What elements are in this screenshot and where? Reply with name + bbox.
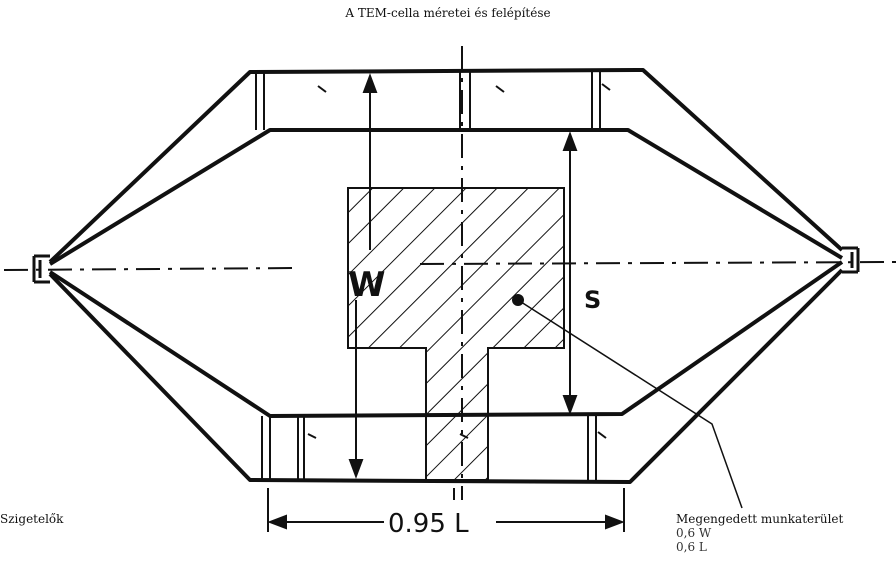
work-area-w: 0,6 W	[676, 526, 712, 540]
w-label: W	[348, 265, 386, 305]
top-insulators	[255, 71, 611, 130]
work-area-note: Megengedett munkaterület 0,6 W 0,6 L	[676, 512, 843, 554]
dimension-s	[562, 131, 578, 415]
length-label: 0.95 L	[388, 509, 469, 539]
diagram-title: A TEM-cella méretei és felépítése	[345, 6, 551, 20]
left-connector	[32, 254, 50, 284]
insulators-label: Szigetelők	[0, 512, 64, 526]
work-area-l: 0,6 L	[676, 540, 707, 554]
work-area-pointer	[512, 294, 743, 509]
bottom-insulators	[261, 415, 607, 482]
dimension-length	[267, 488, 625, 532]
working-area	[347, 187, 565, 481]
work-area-label: Megengedett munkaterület	[676, 512, 844, 526]
dimension-w	[348, 73, 378, 479]
right-connector	[842, 246, 860, 274]
s-label: S	[584, 286, 601, 314]
